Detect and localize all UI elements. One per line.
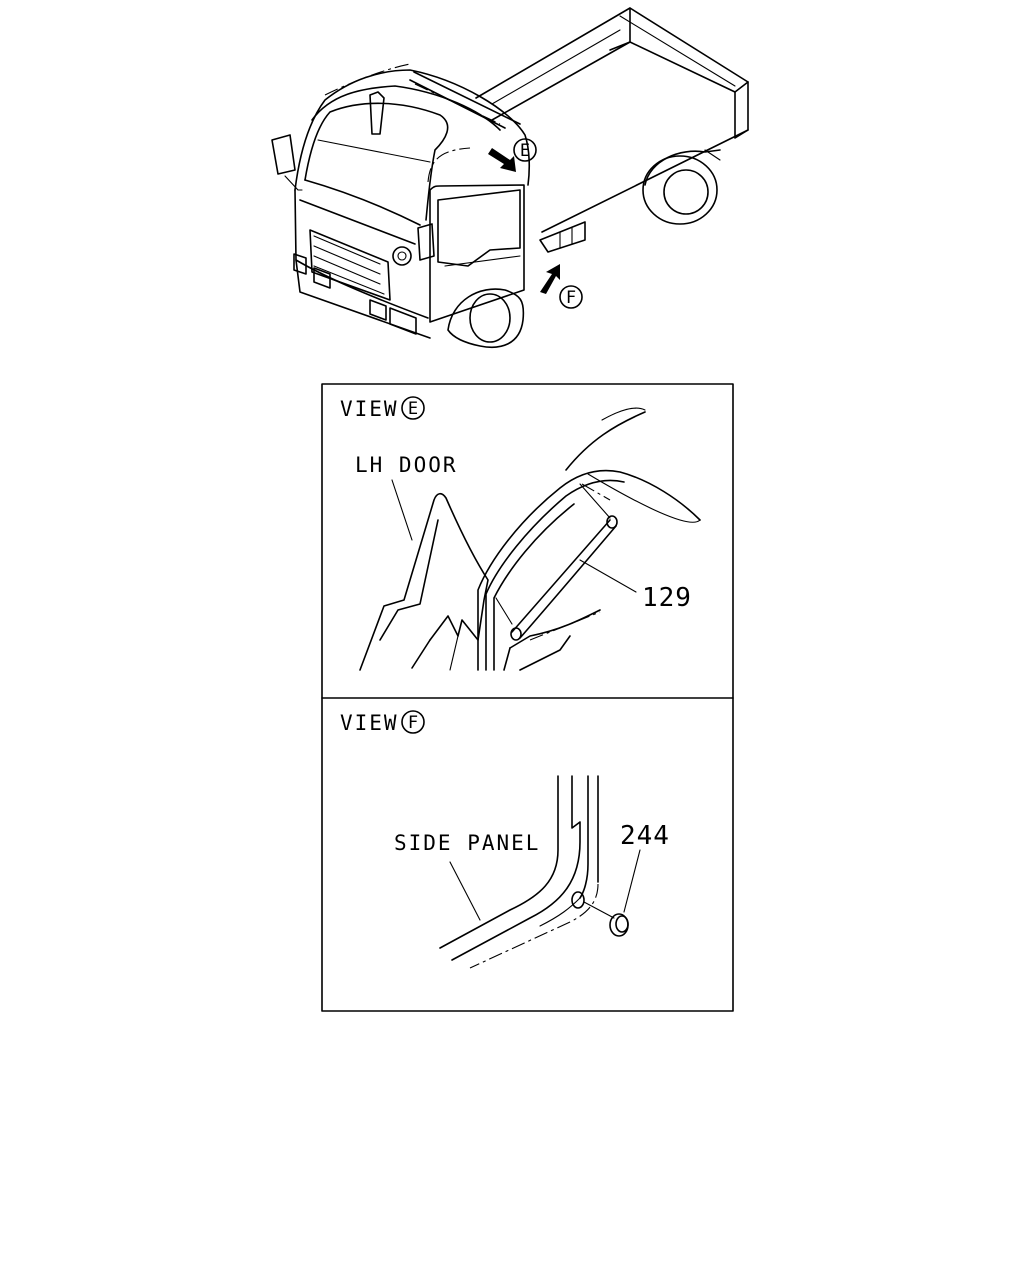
part-129-strip <box>511 519 611 633</box>
view-e-arrow-icon <box>488 148 516 172</box>
view-e-title: VIEW <box>340 397 399 421</box>
side-panel-leader <box>449 861 481 921</box>
truck-overview-illustration <box>271 7 749 349</box>
view-f-title: VIEW <box>340 711 399 735</box>
part-244-leader <box>623 849 641 913</box>
view-e-title-marker-icon <box>401 396 425 420</box>
lh-door-leader <box>391 479 413 541</box>
view-f-panel: VIEW F SIDE PANEL 244 <box>340 710 670 969</box>
view-f-arrow-icon <box>540 264 560 294</box>
view-f-title-marker-icon <box>401 710 425 734</box>
view-f-marker-icon <box>559 285 583 309</box>
side-panel-label: SIDE PANEL <box>394 831 540 855</box>
arrow-e-label: E <box>520 141 530 161</box>
view-e-panel: VIEW E LH DOOR 129 <box>340 396 701 671</box>
part-129-number: 129 <box>642 583 692 613</box>
view-f-title-letter: F <box>408 713 418 733</box>
part-244-number: 244 <box>620 821 670 851</box>
arrow-f-label: F <box>566 288 576 308</box>
view-e-marker-icon <box>513 138 537 162</box>
lh-door-label: LH DOOR <box>355 453 458 477</box>
view-e-title-letter: E <box>408 399 418 419</box>
part-129-leader <box>579 559 637 593</box>
